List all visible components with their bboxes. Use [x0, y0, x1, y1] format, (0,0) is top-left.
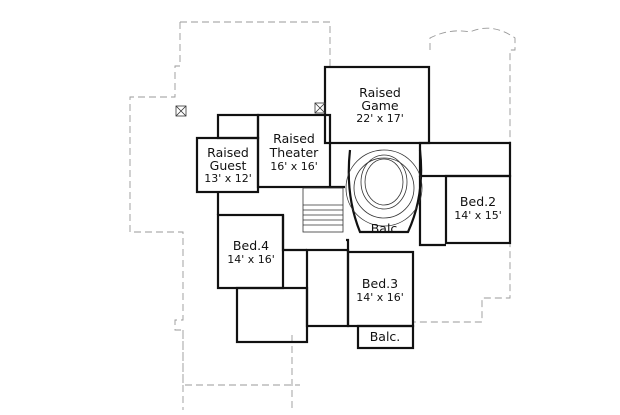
- bed4-label: Bed.4: [233, 238, 269, 253]
- theater-size: 16' x 16': [270, 160, 318, 173]
- bed2-bath: [418, 141, 512, 178]
- game-label-2: Game: [361, 98, 399, 113]
- room-labels: Raised Game 22' x 17' Raised Theater 16'…: [204, 85, 502, 344]
- guest-label: Raised: [207, 145, 249, 160]
- guest-size: 13' x 12': [204, 172, 252, 185]
- roof-outline: [129, 21, 516, 410]
- bed3-size: 14' x 16': [356, 291, 404, 304]
- bed4-bath: [235, 286, 309, 344]
- theater-label-2: Theater: [269, 145, 319, 160]
- theater-label: Raised: [273, 131, 315, 146]
- bed3-bath: [305, 248, 350, 328]
- guest-bath: [216, 113, 260, 140]
- bed4-size: 14' x 16': [227, 253, 275, 266]
- bed3-balcony: [356, 324, 415, 350]
- bed3-balcony-label: Balc.: [370, 329, 401, 344]
- bed2-label: Bed.2: [460, 194, 496, 209]
- bed2-size: 14' x 15': [454, 209, 502, 222]
- chimney: [175, 105, 187, 117]
- guest-label-2: Guest: [210, 158, 247, 173]
- center-balcony-label: Balc.: [371, 221, 402, 236]
- rotunda: [345, 149, 423, 234]
- walls: [175, 65, 512, 350]
- game-label: Raised: [359, 85, 401, 100]
- game-size: 22' x 17': [356, 112, 404, 125]
- bed3-label: Bed.3: [362, 276, 398, 291]
